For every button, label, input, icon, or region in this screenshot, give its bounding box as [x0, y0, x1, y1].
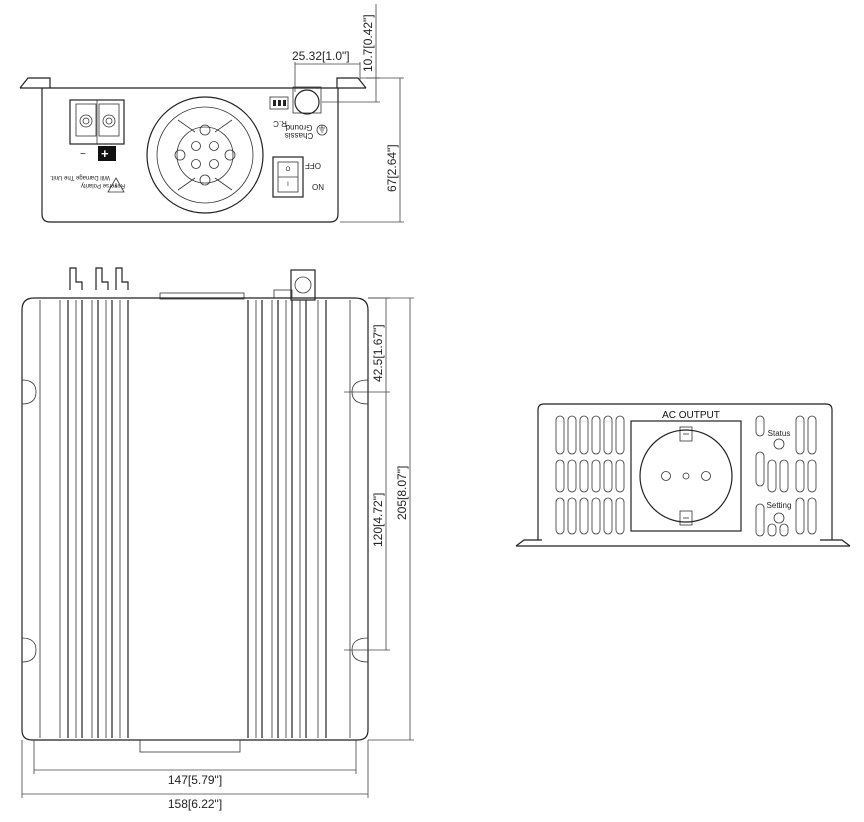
outlet-frame — [630, 420, 742, 532]
chassis-ground-label: Chassis Ground — [285, 123, 328, 140]
plus-terminal-label: + — [101, 146, 109, 161]
on-label: ON — [312, 183, 324, 192]
rc-label: R.C — [273, 119, 287, 128]
dim-25-32-label: 25.32[1.0"] — [292, 49, 350, 63]
switch-o-mark: O — [286, 167, 291, 173]
bottom-rail — [139, 739, 241, 753]
terminal-post-left — [69, 267, 83, 290]
status-led — [773, 438, 785, 450]
dim-147-label: 147[5.79"] — [168, 773, 222, 787]
switch-i-mark: I — [287, 182, 289, 188]
dim-10-7-label: 10.7[0.42"] — [361, 14, 375, 72]
heatsink-fins-right — [247, 300, 327, 738]
left-flange — [19, 77, 51, 89]
setting-knob — [773, 512, 785, 524]
vent-slots-left — [555, 415, 625, 535]
off-label: OFF — [305, 161, 321, 170]
status-label: Status — [768, 429, 791, 438]
dim-205-label: 205[8.07"] — [395, 466, 409, 520]
warning-triangle-icon — [107, 177, 125, 193]
top-rail — [159, 292, 245, 300]
right-flange — [336, 77, 367, 89]
heatsink-fins-left — [59, 300, 129, 738]
dim-42-5: 42.5[1.67"] — [344, 297, 390, 393]
front-panel-view: AC OUTPUT Status Setting — [515, 403, 851, 547]
vent-slots-right — [755, 415, 817, 537]
dim-25-32: 25.32[1.0"] — [292, 49, 361, 92]
warning-line-1: Reverse Polarity — [81, 182, 125, 188]
chassis-text: Chassis — [285, 131, 313, 140]
indicator-panel: Status Setting — [767, 429, 792, 524]
side-view: 42.5[1.67"] 120[4.72"] 205[8.07"] 147[5.… — [21, 267, 414, 811]
dim-120: 120[4.72"] — [344, 392, 390, 651]
side-ground-knob — [290, 269, 316, 301]
dim-42-5-label: 42.5[1.67"] — [371, 324, 385, 382]
dim-205: 205[8.07"] — [368, 297, 414, 741]
warning-line-2: Will Damage The Unit. — [50, 174, 110, 180]
front-flanges — [515, 539, 851, 547]
dim-67: 67[2.64"] — [340, 77, 404, 223]
mount-slot — [21, 379, 37, 405]
setting-label: Setting — [767, 501, 792, 510]
side-body-outline — [21, 297, 369, 741]
dim-158: 158[6.22"] — [21, 740, 369, 811]
panel-body — [41, 88, 339, 223]
minus-terminal-label: − — [80, 149, 86, 160]
dim-158-label: 158[6.22"] — [168, 797, 222, 811]
reverse-polarity-warning: Reverse Polarity Will Damage The Unit. — [50, 174, 125, 193]
front-body — [537, 403, 833, 540]
dim-147: 147[5.79"] — [33, 740, 357, 787]
cooling-fan — [146, 96, 264, 214]
remote-control-port: R.C — [269, 96, 289, 128]
plus-terminal-badge — [98, 146, 116, 161]
ground-text: Ground — [286, 123, 313, 132]
schuko-outlet: AC OUTPUT — [630, 410, 742, 532]
ground-terminal — [292, 86, 322, 115]
ac-output-label: AC OUTPUT — [662, 410, 720, 421]
dim-67-label: 67[2.64"] — [385, 144, 399, 192]
power-switch: O I OFF ON — [272, 156, 324, 198]
dim-120-label: 120[4.72"] — [371, 493, 385, 547]
rear-panel-view: − + Reverse Polarity Will Damage The Uni… — [19, 4, 404, 223]
dc-terminal-block: − + — [69, 99, 125, 161]
